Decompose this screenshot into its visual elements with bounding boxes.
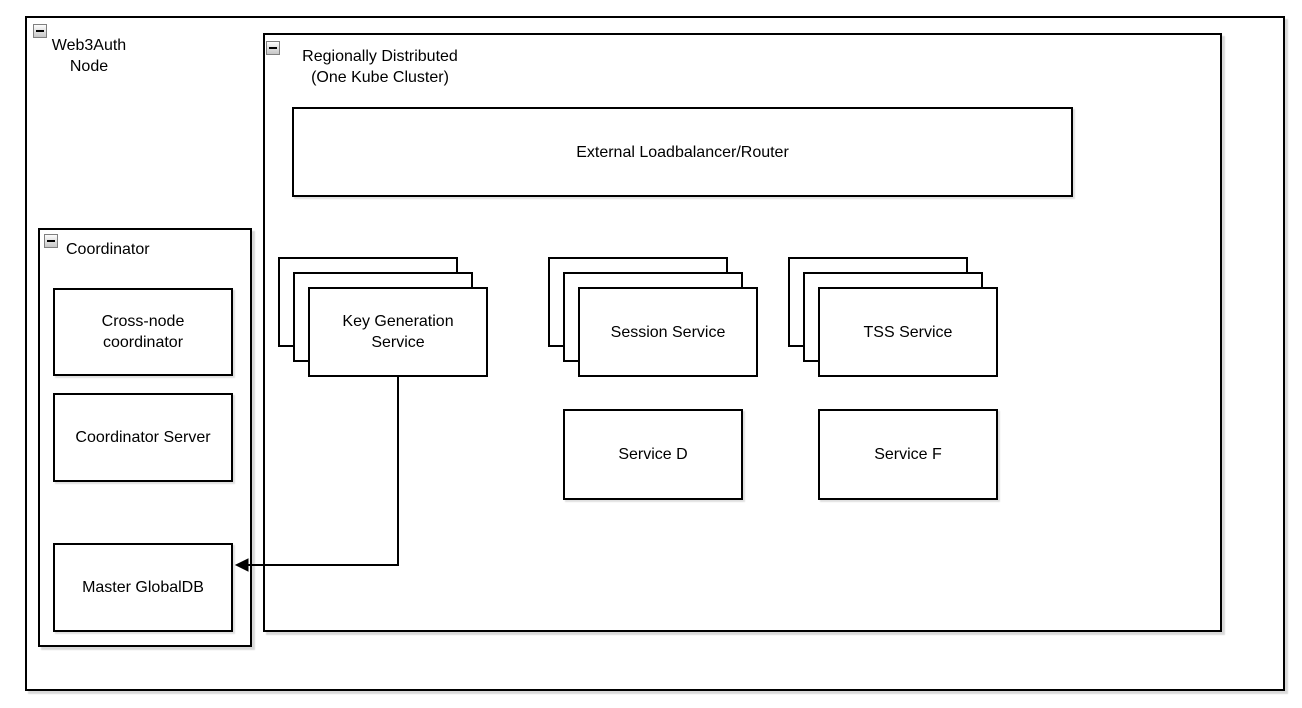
node-master-globaldb-label: Master GlobalDB	[82, 579, 204, 596]
node-service-f-label: Service F	[874, 446, 942, 463]
minus-icon	[36, 30, 44, 32]
node-key-generation-service-label: Key Generation Service	[342, 313, 454, 351]
node-cross-node-coordinator[interactable]: Cross-node coordinator	[53, 288, 233, 376]
collapse-icon[interactable]	[33, 24, 47, 38]
group-web3auth-node-label: Web3Auth Node	[51, 37, 127, 75]
minus-icon	[47, 240, 55, 242]
group-regionally-distributed-label: Regionally Distributed (One Kube Cluster…	[302, 48, 458, 86]
node-tss-service[interactable]: TSS Service	[818, 287, 998, 377]
node-session-service-label: Session Service	[610, 323, 726, 341]
minus-icon	[269, 47, 277, 49]
node-coordinator-server[interactable]: Coordinator Server	[53, 393, 233, 482]
node-service-d[interactable]: Service D	[563, 409, 743, 500]
node-service-d-label: Service D	[618, 446, 688, 463]
node-key-generation-service[interactable]: Key Generation Service	[308, 287, 488, 377]
node-external-loadbalancer[interactable]: External Loadbalancer/Router	[292, 107, 1073, 197]
group-coordinator-label: Coordinator	[66, 241, 150, 258]
node-cross-node-coordinator-label: Cross-node coordinator	[101, 313, 185, 351]
node-master-globaldb[interactable]: Master GlobalDB	[53, 543, 233, 632]
node-external-loadbalancer-label: External Loadbalancer/Router	[576, 143, 789, 161]
node-session-service[interactable]: Session Service	[578, 287, 758, 377]
collapse-icon[interactable]	[44, 234, 58, 248]
node-service-f[interactable]: Service F	[818, 409, 998, 500]
node-coordinator-server-label: Coordinator Server	[75, 429, 211, 446]
node-tss-service-label: TSS Service	[863, 323, 953, 341]
collapse-icon[interactable]	[266, 41, 280, 55]
